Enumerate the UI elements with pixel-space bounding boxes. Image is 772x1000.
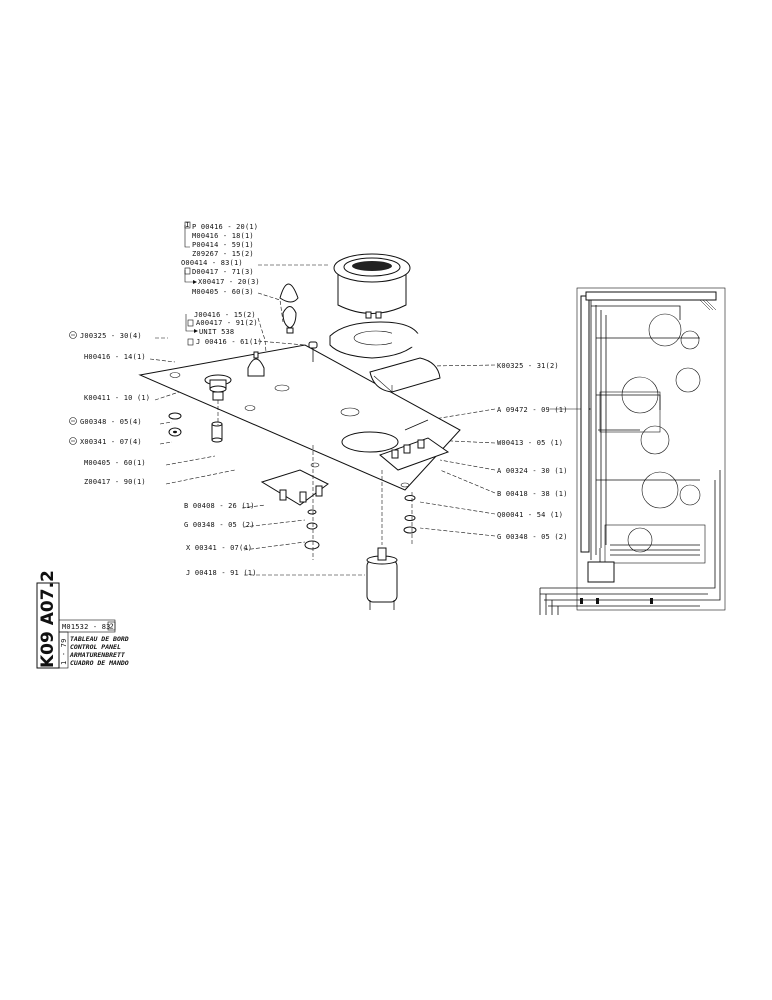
label-a00417-91: A00417 - 91(2): [196, 319, 258, 327]
bracket-group-top: I: [184, 221, 191, 248]
sender-unit: [366, 547, 398, 610]
label-b00418-38: B 00418 - 38 (1): [497, 490, 568, 498]
side-code: K09 A07.2: [38, 570, 58, 668]
callout-labels: I P 00416 - 20(1) M00416 - 18(1) P00414 …: [69, 221, 568, 577]
label-z09267-15: Z09267 - 15(2): [192, 250, 254, 258]
label-g00348-05-2: G 00348 - 05 (2): [184, 521, 255, 529]
label-k00325-31: K00325 - 31(2): [497, 362, 559, 370]
label-h00416-14: H00416 - 14(1): [84, 353, 146, 361]
label-k00411-10: K00411 - 10 (1): [84, 394, 150, 402]
title-de: ARMATURENBRETT: [69, 651, 126, 659]
label-d00417-71: D00417 - 71(3): [192, 268, 254, 276]
minus-marker-icon: [69, 417, 77, 425]
svg-text:I: I: [185, 221, 189, 229]
label-j00418-91: J 00418 - 91 (1): [186, 569, 257, 577]
title-es: CUADRO DE MANDO: [70, 659, 129, 667]
label-z00417-90: Z00417 - 90(1): [84, 478, 146, 486]
switch-assembly: [379, 419, 450, 471]
bracket-group-lamp: [185, 314, 198, 346]
label-j00416-61: J 00416 - 61(1): [196, 338, 262, 346]
label-g00348-05-2r: G 00348 - 05 (2): [497, 533, 568, 541]
label-m00416-18: M00416 - 18(1): [192, 232, 254, 240]
label-x00341-07-4: X00341 - 07(4): [80, 438, 142, 446]
label-x00417-20: X00417 - 20(3): [198, 278, 260, 286]
gauge-housing: [333, 253, 411, 319]
lamp-cover: [279, 283, 299, 334]
warning-lamp: [247, 351, 265, 377]
minus-marker-icon: [69, 437, 77, 445]
washers-left: [168, 412, 182, 437]
label-g00348-05-4: G00348 - 05(4): [80, 418, 142, 426]
screw: [308, 341, 318, 362]
label-a00324-30: A 00324 - 30 (1): [497, 467, 568, 475]
label-j00325-30: J00325 - 30(4): [80, 332, 142, 340]
title-fr: TABLEAU DE BORD: [70, 635, 129, 643]
revision-date: 1 - 79: [60, 639, 68, 666]
washer-stack-right: [403, 492, 417, 545]
label-b00408-26: B 00408 - 26 (1): [184, 502, 255, 510]
revision-mark: 2: [110, 623, 114, 631]
bracket-group-mid: [184, 267, 197, 284]
label-w00413-05: W00413 - 05 (1): [497, 439, 563, 447]
title-block: K09 A07.2 M01532 - 83 2 1 - 79 TABLEAU D…: [36, 570, 129, 669]
label-p00414-59: P00414 - 59(1): [192, 241, 254, 249]
dashed-centerlines: [217, 400, 383, 560]
label-unit-538: UNIT 538: [199, 328, 234, 336]
label-j00416-15: J00416 - 15(2): [194, 311, 256, 319]
label-q00041-54: Q00041 - 54 (1): [497, 511, 563, 519]
label-o00414-83: O00414 - 83(1): [181, 259, 243, 267]
cover-bracket: [369, 357, 441, 393]
selector-knob: [204, 374, 232, 401]
revision-box: 2: [107, 621, 116, 631]
label-m00405-60-3: M00405 - 60(3): [192, 288, 254, 296]
title-en: CONTROL PANEL: [70, 643, 121, 651]
doc-number: M01532 - 83: [62, 623, 111, 631]
wiring-schematic: [539, 287, 726, 615]
minus-marker-icon: [69, 331, 77, 339]
retaining-ring: [329, 321, 425, 359]
label-a09472-09: A 09472 - 09 (1): [497, 406, 568, 414]
mounting-pin: [211, 421, 223, 443]
label-m00405-60-1: M00405 - 60(1): [84, 459, 146, 467]
switch-block: [260, 469, 329, 550]
label-p00416-20: P 00416 - 20(1): [192, 223, 258, 231]
label-x00341-07-4b: X 00341 - 07(4): [186, 544, 252, 552]
